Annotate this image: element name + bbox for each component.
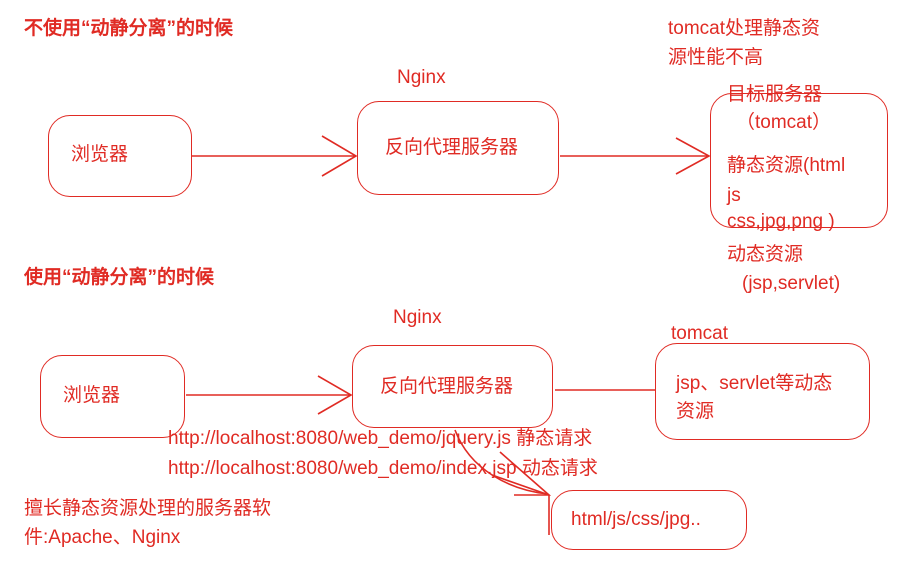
node-browser-top[interactable]: 浏览器 — [48, 115, 192, 197]
dynamic-resource-text-line2: (jsp,servlet) — [742, 273, 841, 294]
node-tomcat-label-line1: jsp、servlet等动态 — [676, 373, 833, 394]
tomcat-label-bottom: tomcat — [671, 323, 729, 344]
node-browser-top-label: 浏览器 — [71, 144, 129, 165]
footer-note-line2: 件:Apache、Nginx — [24, 527, 181, 548]
url-dynamic-request: http://localhost:8080/web_demo/index.jsp… — [168, 458, 598, 479]
arrow-browser-to-proxy-top — [192, 135, 358, 177]
section-bottom-title: 使用“动静分离”的时候 — [24, 267, 215, 288]
url-static-request: http://localhost:8080/web_demo/jquery.js… — [168, 428, 593, 449]
node-browser-bottom[interactable]: 浏览器 — [40, 355, 185, 438]
nginx-label-bottom: Nginx — [393, 307, 442, 328]
node-tomcat-bottom[interactable]: jsp、servlet等动态 资源 — [655, 343, 870, 440]
node-target-server-static-line3: css,jpg,png ) — [727, 211, 835, 232]
footer-note-line1: 擅长静态资源处理的服务器软 — [24, 498, 272, 519]
node-static-resources[interactable]: html/js/css/jpg.. — [551, 490, 747, 550]
node-reverse-proxy-top[interactable]: 反向代理服务器 — [357, 101, 559, 195]
nginx-label-top: Nginx — [397, 67, 446, 88]
node-browser-bottom-label: 浏览器 — [63, 385, 121, 406]
node-reverse-proxy-top-label: 反向代理服务器 — [385, 137, 519, 158]
section-top-title: 不使用“动静分离”的时候 — [24, 18, 234, 39]
node-target-server[interactable] — [710, 93, 888, 228]
node-target-server-label-line1: 目标服务器 — [727, 84, 823, 105]
tomcat-performance-note: tomcat处理静态资 源性能不高 — [668, 18, 821, 68]
node-tomcat-label-line2: 资源 — [676, 401, 715, 422]
node-reverse-proxy-bottom[interactable]: 反向代理服务器 — [352, 345, 553, 428]
dynamic-resource-text-line1: 动态资源 — [727, 244, 804, 265]
node-static-resources-label: html/js/css/jpg.. — [571, 509, 701, 530]
node-reverse-proxy-bottom-label: 反向代理服务器 — [380, 376, 514, 397]
node-target-server-static-line2: js — [727, 185, 741, 206]
node-target-server-static-line1: 静态资源(html — [727, 155, 846, 176]
node-target-server-label-line2: （tomcat） — [736, 112, 832, 133]
arrow-proxy-to-target-top — [560, 137, 711, 175]
arrow-browser-to-proxy-bottom — [186, 375, 353, 415]
